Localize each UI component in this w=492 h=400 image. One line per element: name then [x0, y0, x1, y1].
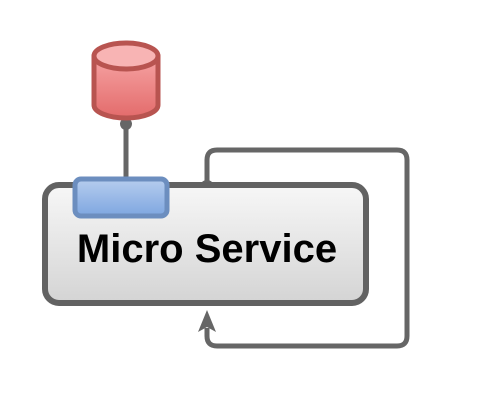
loop-arrowhead — [198, 310, 216, 332]
database-body — [91, 53, 161, 121]
database-icon[interactable] — [91, 40, 161, 121]
loop-path — [204, 147, 410, 349]
interface-port[interactable] — [72, 176, 170, 219]
service-label: Micro Service — [77, 227, 337, 271]
database-link-dot — [120, 118, 132, 130]
database-top — [91, 40, 161, 72]
